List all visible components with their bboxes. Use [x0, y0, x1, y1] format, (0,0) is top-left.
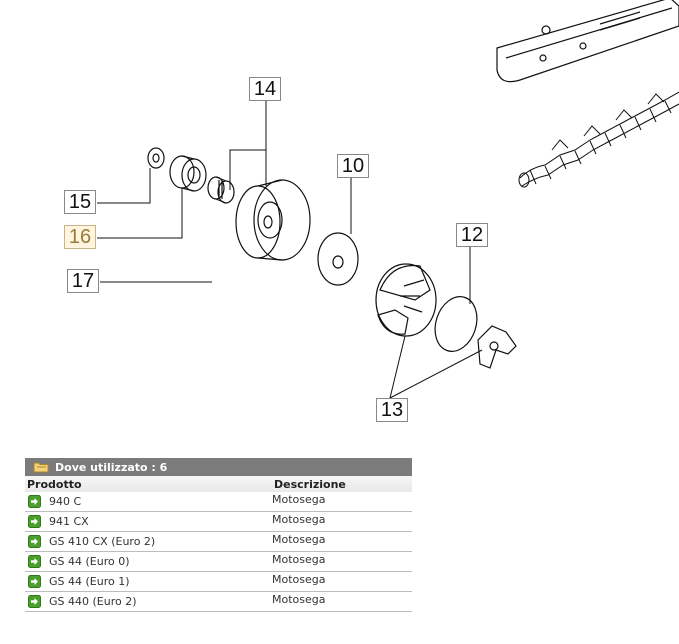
product-name[interactable]: 940 C: [49, 495, 82, 508]
part-14-clutch-drum: [235, 179, 311, 261]
green-arrow-icon[interactable]: [28, 495, 41, 508]
leader-lines: [97, 100, 483, 399]
table-row[interactable]: 940 C Motosega: [25, 492, 412, 512]
callout-17[interactable]: 17: [67, 269, 99, 293]
callout-12[interactable]: 12: [456, 223, 488, 247]
part-12-ring: [434, 296, 478, 352]
table-row[interactable]: GS 44 (Euro 0) Motosega: [25, 552, 412, 572]
table-row[interactable]: 941 CX Motosega: [25, 512, 412, 532]
product-description: Motosega: [272, 553, 326, 566]
product-description: Motosega: [272, 533, 326, 546]
green-arrow-icon[interactable]: [28, 515, 41, 528]
green-arrow-icon[interactable]: [28, 595, 41, 608]
column-description: Descrizione: [274, 477, 346, 491]
part-13-clutch: [375, 263, 437, 337]
guide-bar: [496, 0, 679, 83]
table-row[interactable]: GS 44 (Euro 1) Motosega: [25, 572, 412, 592]
callout-10[interactable]: 10: [337, 154, 369, 178]
green-arrow-icon[interactable]: [28, 535, 41, 548]
folder-icon: [33, 462, 49, 473]
panel-title: Dove utilizzato : 6: [55, 460, 168, 474]
green-arrow-icon[interactable]: [28, 555, 41, 568]
needle-cage: [207, 176, 235, 204]
saw-chain: [518, 91, 679, 188]
callout-16[interactable]: 16: [64, 225, 96, 249]
callout-13[interactable]: 13: [376, 398, 408, 422]
product-description: Motosega: [272, 573, 326, 586]
product-description: Motosega: [272, 593, 326, 606]
callout-15[interactable]: 15: [64, 190, 96, 214]
green-arrow-icon[interactable]: [28, 575, 41, 588]
clutch-hub: [477, 325, 517, 369]
part-15-washer: [147, 147, 165, 169]
product-description: Motosega: [272, 513, 326, 526]
product-name[interactable]: 941 CX: [49, 515, 89, 528]
product-description: Motosega: [272, 493, 326, 506]
table-row[interactable]: GS 410 CX (Euro 2) Motosega: [25, 532, 412, 552]
product-name[interactable]: GS 440 (Euro 2): [49, 595, 137, 608]
exploded-parts-diagram: [97, 0, 679, 399]
table-header: Prodotto Descrizione: [25, 476, 412, 492]
callout-14[interactable]: 14: [249, 77, 281, 101]
where-used-panel: Dove utilizzato : 6 Prodotto Descrizione…: [25, 458, 412, 612]
part-10-washer: [317, 232, 359, 286]
part-16-bearing: [169, 155, 207, 192]
table-row[interactable]: GS 440 (Euro 2) Motosega: [25, 592, 412, 612]
panel-header: Dove utilizzato : 6: [25, 458, 412, 476]
product-name[interactable]: GS 44 (Euro 0): [49, 555, 130, 568]
column-product: Prodotto: [27, 477, 82, 491]
product-name[interactable]: GS 44 (Euro 1): [49, 575, 130, 588]
product-name[interactable]: GS 410 CX (Euro 2): [49, 535, 156, 548]
